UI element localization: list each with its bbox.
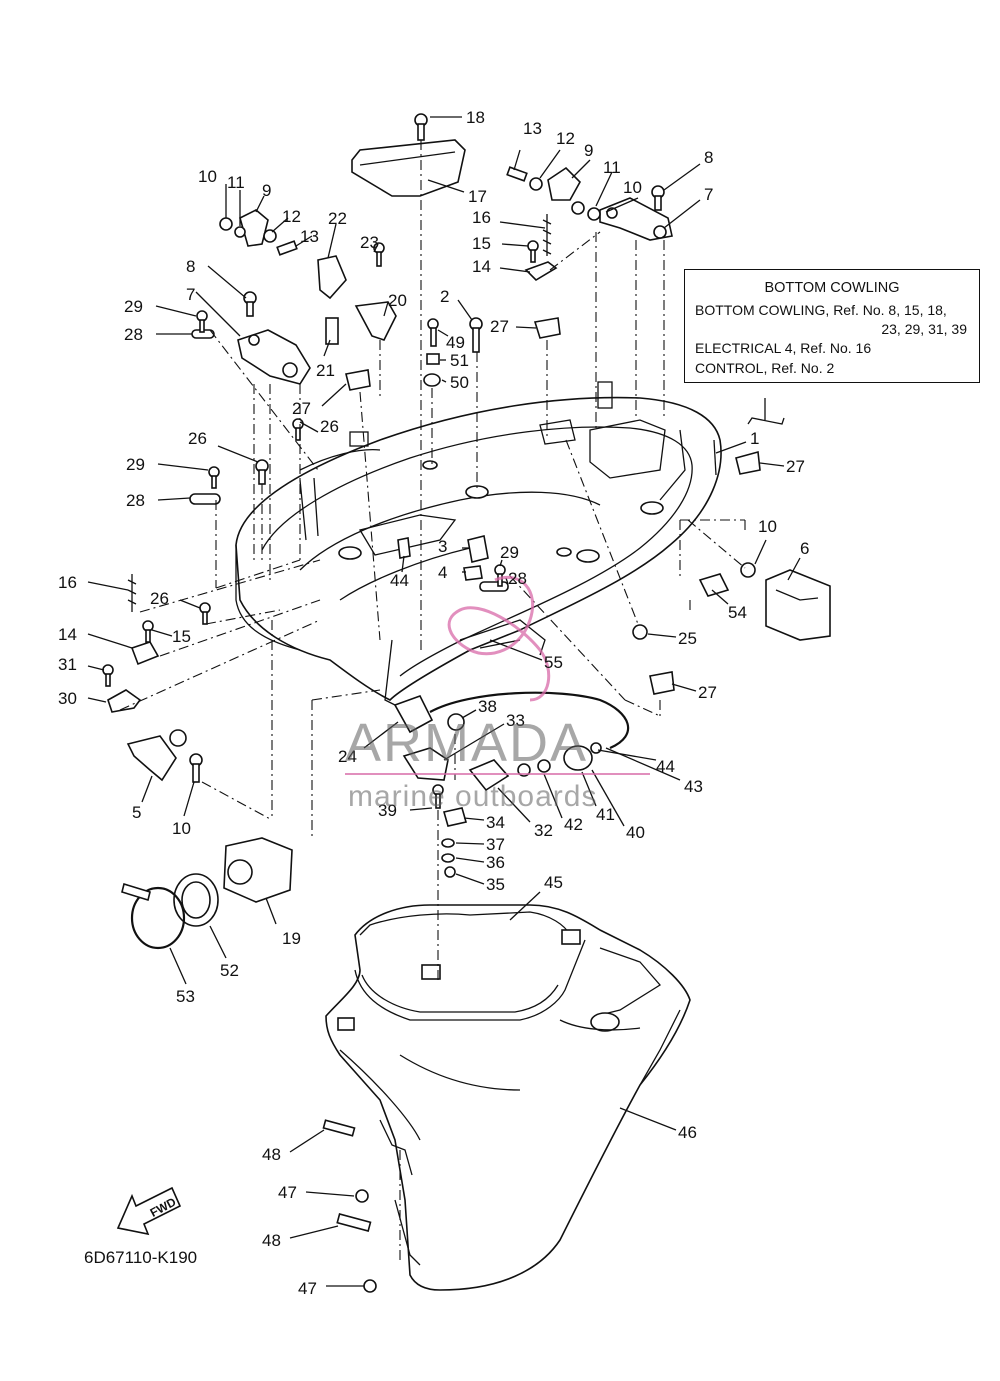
part-label: 15	[172, 627, 191, 646]
info-box-line: ELECTRICAL 4, Ref. No. 16	[695, 340, 872, 356]
part-label: 47	[298, 1279, 317, 1298]
part-label: 40	[626, 823, 645, 842]
part-label: 10	[758, 517, 777, 536]
part-label: 18	[466, 108, 485, 127]
part-label: 27	[292, 399, 311, 418]
info-box-line: 23, 29, 31, 39	[881, 321, 967, 337]
part-label: 26	[320, 417, 339, 436]
part-label: 21	[316, 361, 335, 380]
part-label: 11	[227, 173, 245, 192]
part-label: 32	[534, 821, 553, 840]
part-labels: 18 17 13 12 9 11 10 8 7 16 15 14 10 11 9…	[58, 108, 809, 1298]
part-label: 13	[523, 119, 542, 138]
part-label: 1	[750, 429, 759, 448]
part-label: 9	[262, 181, 271, 200]
part-label: 19	[282, 929, 301, 948]
part-label: 46	[678, 1123, 697, 1142]
part-label: 10	[623, 178, 642, 197]
part-label: 29	[126, 455, 145, 474]
part-label: 23	[360, 233, 379, 252]
reference-info-box: BOTTOM COWLING BOTTOM COWLING, Ref. No. …	[684, 269, 980, 383]
part-label: 48	[262, 1145, 281, 1164]
info-box-line: CONTROL, Ref. No. 2	[695, 360, 835, 376]
part-label: 39	[378, 801, 397, 820]
fwd-arrow-icon: FWD	[116, 1186, 182, 1236]
part-label: 43	[684, 777, 703, 796]
part-label: 17	[468, 187, 487, 206]
part-label: 3	[438, 537, 447, 556]
part-label: 15	[472, 234, 491, 253]
watermark-brand: ARMADA	[345, 713, 589, 773]
part-label: 16	[58, 573, 77, 592]
part-label: 24	[338, 747, 357, 766]
part-label: 28	[124, 325, 143, 344]
part-label: 34	[486, 813, 505, 832]
part-label: 7	[704, 185, 713, 204]
part-label: 30	[58, 689, 77, 708]
part-label: 41	[596, 805, 615, 824]
part-label: 49	[446, 333, 465, 352]
part-label: 2	[440, 287, 449, 306]
part-label: 36	[486, 853, 505, 872]
part-label: 22	[328, 209, 347, 228]
part-label: 27	[786, 457, 805, 476]
part-label: 33	[506, 711, 525, 730]
part-label: 54	[728, 603, 747, 622]
part-label: 14	[58, 625, 77, 644]
part-label: 26	[150, 589, 169, 608]
part-label: 28	[508, 569, 527, 588]
diagram-code: 6D67110-K190	[84, 1248, 198, 1267]
part-label: 10	[198, 167, 217, 186]
part-label: 38	[478, 697, 497, 716]
part-label: 13	[300, 227, 319, 246]
part-label: 12	[282, 207, 301, 226]
part-label: 27	[698, 683, 717, 702]
part-label: 35	[486, 875, 505, 894]
part-label: 4	[438, 563, 447, 582]
leader-lines	[87, 116, 801, 1287]
part-label: 53	[176, 987, 195, 1006]
bottom-cover	[325, 904, 691, 1291]
part-label: 8	[186, 257, 195, 276]
part-label: 55	[544, 653, 563, 672]
part-label: 44	[656, 757, 675, 776]
part-label: 20	[388, 291, 407, 310]
part-label: 26	[188, 429, 207, 448]
watermark-logo	[345, 575, 650, 775]
part-label: 9	[584, 141, 593, 160]
part-label: 44	[390, 571, 409, 590]
part-label: 25	[678, 629, 697, 648]
part-label: 51	[450, 351, 469, 370]
part-label: 42	[564, 815, 583, 834]
part-label: 45	[544, 873, 563, 892]
part-label: 47	[278, 1183, 297, 1202]
part-label: 6	[800, 539, 809, 558]
part-label: 27	[490, 317, 509, 336]
part-label: 10	[172, 819, 191, 838]
info-box-line: BOTTOM COWLING, Ref. No. 8, 15, 18,	[695, 302, 947, 318]
part-label: 48	[262, 1231, 281, 1250]
part-label: 50	[450, 373, 469, 392]
part-label: 16	[472, 208, 491, 227]
part-label: 11	[603, 158, 621, 177]
part-label: 5	[132, 803, 141, 822]
part-label: 52	[220, 961, 239, 980]
part-label: 31	[58, 655, 77, 674]
part-label: 14	[472, 257, 491, 276]
part-label: 12	[556, 129, 575, 148]
part-label: 29	[500, 543, 519, 562]
part-label: 8	[704, 148, 713, 167]
part-label: 7	[186, 285, 195, 304]
assembly-lines	[119, 140, 746, 1260]
part-label: 28	[126, 491, 145, 510]
part-label: 29	[124, 297, 143, 316]
part-label: 37	[486, 835, 505, 854]
info-box-title: BOTTOM COWLING	[764, 280, 900, 296]
watermark-tagline: marine outboards	[348, 780, 598, 813]
